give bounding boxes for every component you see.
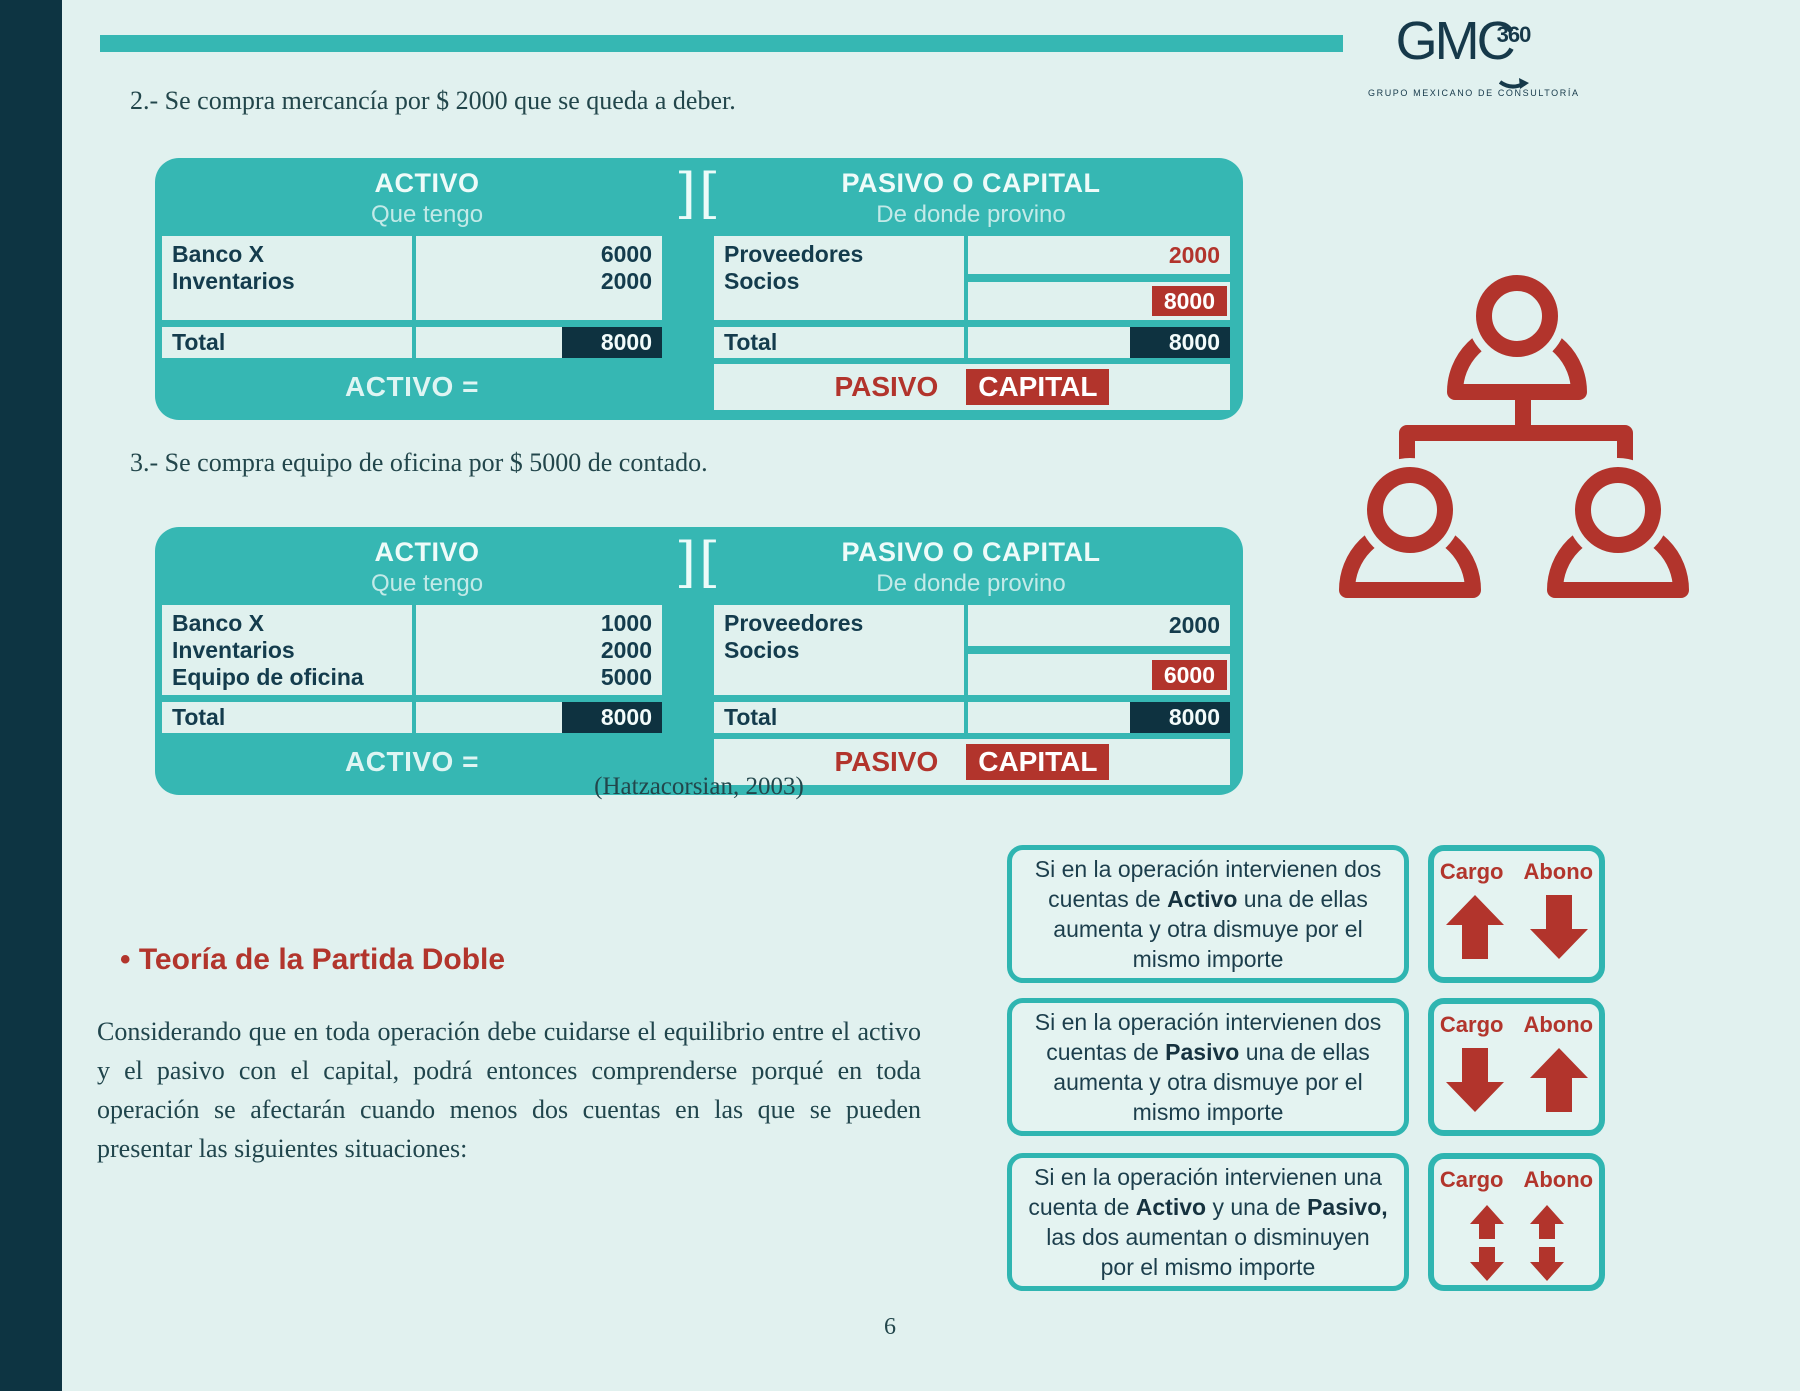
small-down-arrow-icon [1529, 1247, 1564, 1281]
gmc-logo-badge-360: 360 [1496, 22, 1532, 47]
pasivo-total-value: 8000 [1130, 702, 1230, 733]
activo-total-label: Total [162, 702, 412, 733]
activo-title: ACTIVO [374, 168, 480, 198]
left-dark-band [0, 0, 62, 1391]
cargo-down-arrow-icon [1445, 1048, 1504, 1112]
rule-text-part: las dos aumentan o disminuyen por el mis… [1046, 1224, 1370, 1280]
section-heading-partida-doble: • Teoría de la Partida Doble [120, 943, 506, 976]
rule-box-pasivo: Si en la operación intervienen dos cuent… [1007, 998, 1409, 1136]
rule-box-activo: Si en la operación intervienen dos cuent… [1007, 845, 1409, 983]
cargo-label: Cargo [1439, 1167, 1504, 1192]
cargo-label: Cargo [1439, 859, 1504, 884]
pasivo-value: 2000 [1168, 612, 1220, 638]
pasivo-title: PASIVO O CAPITAL [841, 168, 1101, 198]
citation-text: (Hatzacorsian, 2003) [594, 773, 804, 800]
abono-up-down-arrows [1529, 1205, 1564, 1281]
rule-text-part: y una de [1206, 1194, 1308, 1220]
pasivo-subtitle: De donde provino [876, 570, 1066, 597]
abono-label: Abono [1523, 1012, 1594, 1037]
pasivo-value-stack: 2000 8000 [968, 236, 1230, 320]
pasivo-footer-label: PASIVO [834, 746, 939, 777]
pasivo-title: PASIVO O CAPITAL [841, 537, 1101, 567]
activo-title: ACTIVO [374, 537, 480, 567]
gmc-logo-text: GMC [1395, 11, 1516, 71]
center-gap [666, 236, 710, 320]
rule-bold-term: Activo [1167, 886, 1238, 912]
transaction-3-text: 3.- Se compra equipo de oficina por $ 50… [130, 448, 708, 477]
rule-text-part: Si en la operación intervienen dos cuent… [1034, 1009, 1382, 1065]
table-1-header: ACTIVO Que tengo ][ PASIVO O CAPITAL De … [155, 158, 1243, 236]
rule-text-part: una de ellas aumenta y otra dismuye por … [1053, 1039, 1370, 1125]
cargo-up-down-arrows [1469, 1205, 1504, 1281]
activo-total-value: 8000 [562, 702, 662, 733]
cargo-abono-box-2: Cargo Abono [1428, 998, 1605, 1136]
rule-bold-term: Pasivo, [1307, 1194, 1388, 1220]
transaction-2-text: 2.- Se compra mercancía por $ 2000 que s… [130, 86, 736, 115]
abono-label: Abono [1523, 1167, 1594, 1192]
pasivo-total-value: 8000 [1130, 327, 1230, 358]
capital-value-chip: 8000 [1151, 286, 1227, 316]
gmc-logo-tagline: GRUPO MEXICANO DE CONSULTORÍA [1368, 88, 1580, 98]
pasivo-account-names: Proveedores Socios [714, 605, 964, 695]
cargo-up-arrow-icon [1445, 895, 1504, 959]
cargo-label: Cargo [1439, 1012, 1504, 1037]
rule-text-part: una de ellas aumenta y otra dismuye por … [1053, 886, 1368, 972]
pasivo-total-label: Total [714, 327, 964, 358]
gmc-logo: GMC 360 GRUPO MEXICANO DE CONSULTORÍA [1368, 11, 1580, 98]
abono-up-arrow-icon [1529, 1048, 1588, 1112]
pasivo-footer-label: PASIVO [834, 371, 939, 402]
small-up-arrow-icon [1529, 1205, 1564, 1239]
pasivo-value-stack: 2000 6000 [968, 605, 1230, 695]
small-up-arrow-icon [1469, 1205, 1504, 1239]
center-gap [666, 605, 710, 695]
capital-footer-label: CAPITAL [966, 744, 1110, 780]
rule-bold-term: Activo [1135, 1194, 1207, 1220]
activo-account-values: 1000 2000 5000 [416, 605, 662, 695]
small-down-arrow-icon [1469, 1247, 1504, 1281]
rule-bold-term: Pasivo [1165, 1039, 1240, 1065]
bracket-divider-icon: ][ [674, 162, 724, 225]
abono-down-arrow-icon [1529, 895, 1588, 959]
activo-account-values: 6000 2000 [416, 236, 662, 320]
bracket-divider-icon: ][ [674, 531, 724, 594]
activo-account-names: Banco X Inventarios [162, 236, 412, 320]
activo-total-value: 8000 [562, 327, 662, 358]
logo-arrow-icon [1498, 78, 1529, 89]
activo-account-names: Banco X Inventarios Equipo de oficina [162, 605, 412, 695]
rule-box-activo-pasivo: Si en la operación intervienen una cuent… [1007, 1153, 1409, 1291]
activo-equals-label: ACTIVO = [345, 371, 479, 402]
pasivo-capital-band: PASIVO CAPITAL [714, 364, 1230, 410]
cargo-abono-box-1: Cargo Abono [1428, 845, 1605, 983]
capital-footer-label: CAPITAL [966, 369, 1110, 405]
cargo-abono-box-3: Cargo Abono [1428, 1153, 1605, 1291]
rule-text-part: Si en la operación intervienen dos cuent… [1034, 856, 1382, 912]
org-chart-people-icon [1339, 270, 1689, 598]
activo-subtitle: Que tengo [370, 570, 484, 597]
pasivo-account-names: Proveedores Socios [714, 236, 964, 320]
table-2-header: ACTIVO Que tengo ][ PASIVO O CAPITAL De … [155, 527, 1243, 605]
balance-table-2: ACTIVO Que tengo ][ PASIVO O CAPITAL De … [155, 527, 1243, 795]
activo-equals-label: ACTIVO = [345, 746, 479, 777]
capital-value-chip: 6000 [1151, 659, 1227, 690]
pasivo-capital-band: PASIVO CAPITAL [714, 739, 1230, 785]
pasivo-value: 2000 [1168, 241, 1220, 268]
body-paragraph: Considerando que en toda operación debe … [97, 1017, 921, 1163]
balance-table-1: ACTIVO Que tengo ][ PASIVO O CAPITAL De … [155, 158, 1243, 420]
top-accent-bar [100, 35, 1343, 52]
activo-total-label: Total [162, 327, 412, 358]
rule-text-part: Si en la operación intervienen una cuent… [1028, 1164, 1382, 1220]
page-number: 6 [884, 1314, 896, 1340]
abono-label: Abono [1523, 859, 1594, 884]
pasivo-subtitle: De donde provino [876, 201, 1066, 228]
activo-subtitle: Que tengo [370, 201, 484, 228]
pasivo-total-label: Total [714, 702, 964, 733]
